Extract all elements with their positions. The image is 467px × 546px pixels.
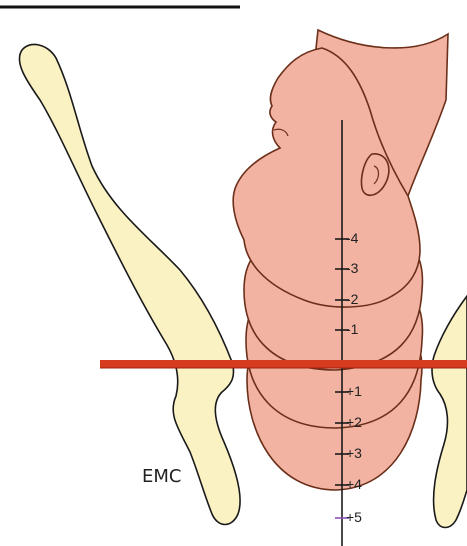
station-label-plus-5: +5 <box>346 509 362 525</box>
station-label-plus-2: +2 <box>346 414 362 430</box>
left-pelvic-bone <box>19 44 240 524</box>
ischial-spine-line <box>100 360 467 368</box>
right-pelvic-bone <box>432 296 467 528</box>
station-label-plus-3: +3 <box>346 445 362 461</box>
station-label-plus-1: +1 <box>346 383 362 399</box>
station-label-minus-1: -1 <box>346 321 359 337</box>
station-label-plus-4: +4 <box>346 476 362 492</box>
station-label-minus-4: -4 <box>346 230 359 246</box>
station-label-minus-3: -3 <box>346 260 359 276</box>
credit-label: EMC <box>142 466 181 487</box>
station-label-minus-2: -2 <box>346 291 359 307</box>
